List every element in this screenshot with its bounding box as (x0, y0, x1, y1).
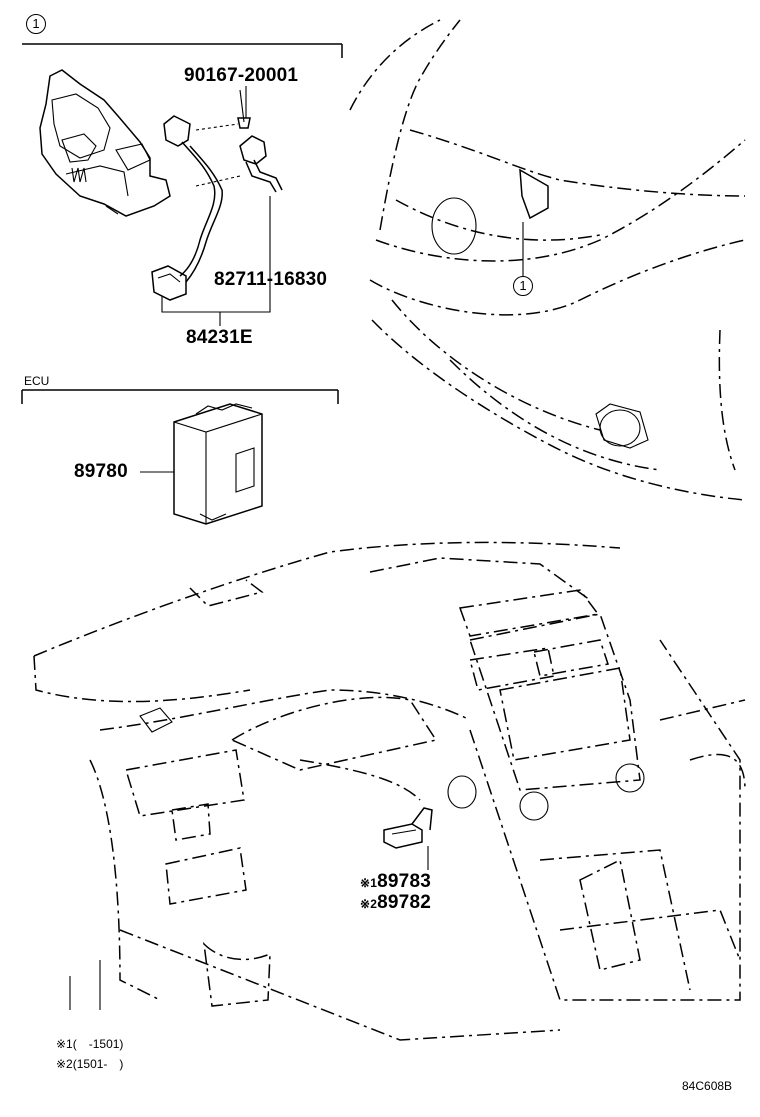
wire-harness-drawing (151, 115, 223, 301)
figure-code: 84C608B (682, 1079, 733, 1093)
dashboard-drawing (33, 541, 746, 1041)
sensor-1-label: ※189783 (360, 872, 431, 891)
part-number-sensor-2[interactable]: 89782 (377, 892, 431, 913)
footnote-1-mark: ※1 (56, 1037, 73, 1051)
footnote-1-text: ( -1501) (72, 1037, 124, 1051)
bolt-drawing (195, 89, 251, 131)
sensor-1-mark: ※1 (360, 876, 378, 890)
hood-switch-drawing (195, 135, 283, 193)
ecu-drawing (140, 403, 263, 525)
group-bracket-1 (22, 43, 343, 58)
leader-lines-top (161, 86, 271, 326)
footnote-2-mark: ※2 (56, 1057, 73, 1071)
callout-marker-1-vehicle: 1 (513, 276, 533, 296)
sensor-drawing (383, 807, 433, 870)
hood-latch-drawing (39, 69, 171, 217)
part-number-hood-switch-assy[interactable]: 84231E (186, 327, 253, 348)
section-label-ecu: ECU (24, 374, 50, 388)
part-number-bolt[interactable]: 90167-20001 (184, 65, 299, 86)
vehicle-front-drawing (349, 19, 746, 501)
sensor-2-label: ※289782 (360, 893, 431, 912)
footnote-2: ※2(1501- ) (56, 1058, 123, 1070)
group-bracket-ecu (21, 389, 339, 404)
footnote-2-text: (1501- ) (72, 1057, 124, 1071)
part-number-sensor-1[interactable]: 89783 (377, 871, 431, 892)
part-number-hood-wire[interactable]: 82711-16830 (214, 269, 328, 290)
sensor-2-mark: ※2 (360, 897, 378, 911)
footnote-1: ※1( -1501) (56, 1038, 123, 1050)
callout-marker-1: 1 (26, 14, 46, 34)
part-number-ecu[interactable]: 89780 (74, 461, 128, 482)
